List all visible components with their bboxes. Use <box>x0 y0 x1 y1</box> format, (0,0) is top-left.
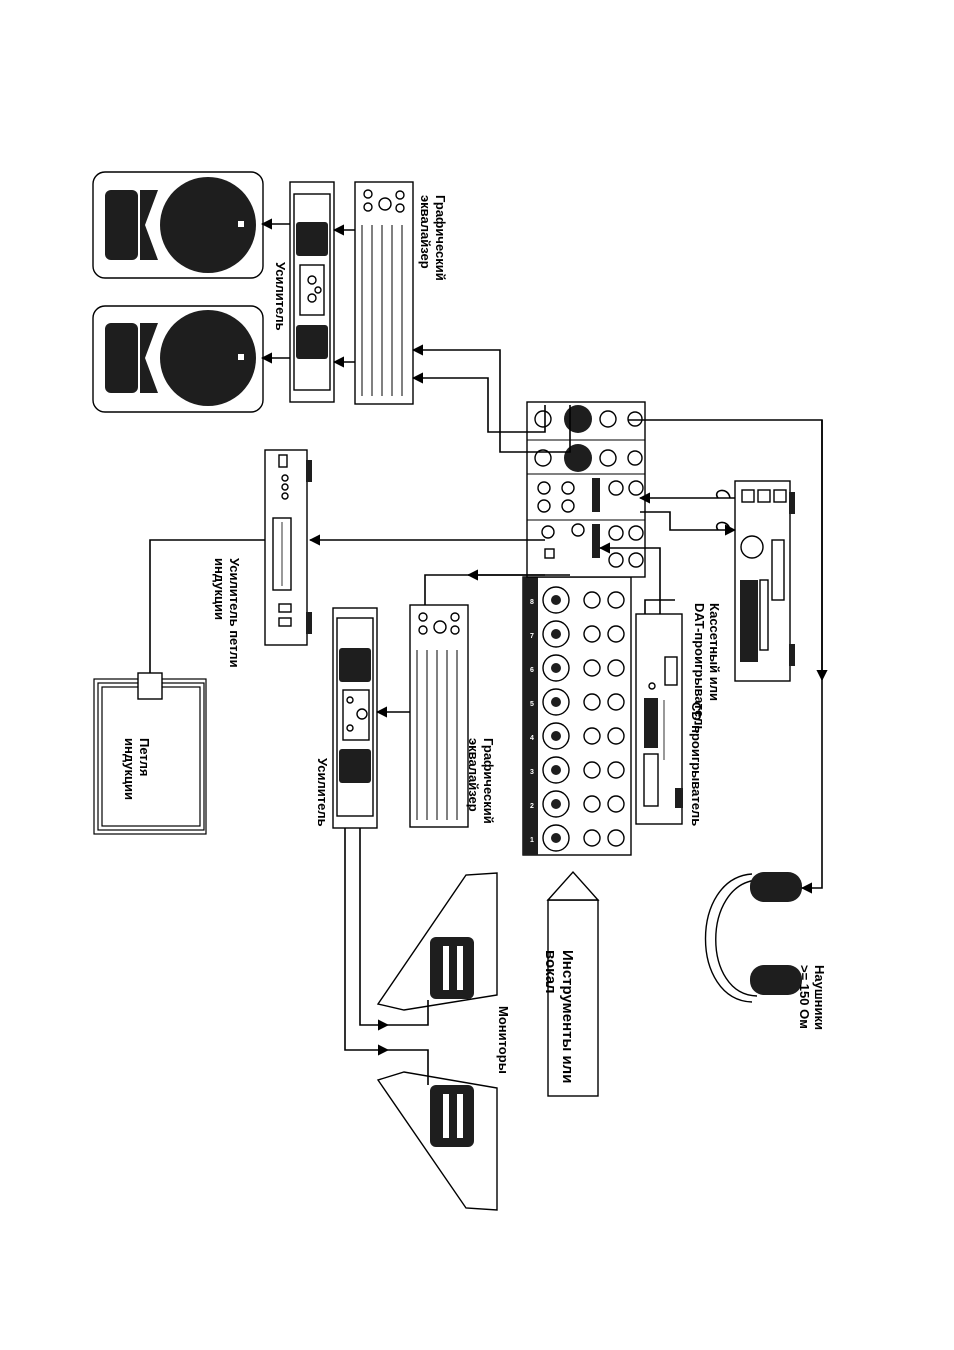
mixer: 1 2 3 4 5 <box>522 401 646 856</box>
cassette-label-line1: Кассетный или <box>707 603 722 701</box>
mixer-channel: 3 <box>530 756 625 784</box>
channel-number: 4 <box>530 735 534 742</box>
main-graphic-equalizer <box>354 181 414 405</box>
svg-text:Графический эквалайзер: Графический эквалайзер <box>466 738 496 827</box>
headphones-label-line1: Наушники <box>812 965 827 1030</box>
channel-number: 3 <box>530 769 534 776</box>
mixer-channel: 7 <box>530 620 625 648</box>
monitors-label: Мониторы <box>496 1006 511 1074</box>
connection-wires <box>149 218 828 1085</box>
svg-text:Графический эквалайзер: Графический эквалайзер <box>418 195 448 284</box>
svg-text:Инструменты или вокал: Инструменты или вокал <box>542 950 576 1088</box>
cassette-deck <box>734 480 795 682</box>
mixer-channel: 4 <box>530 722 625 750</box>
instruments-label-line2: вокал <box>542 950 559 994</box>
main-amp-label: Усилитель <box>273 262 288 331</box>
svg-text:Усилитель петли индукции: Усилитель петли индукции <box>212 558 242 671</box>
channel-number: 1 <box>530 837 534 844</box>
instruments-box <box>546 870 600 1097</box>
channel-number: 5 <box>530 701 534 708</box>
monitor-graphic-equalizer <box>409 604 469 828</box>
channel-number: 6 <box>530 667 534 674</box>
mixer-channel: 6 <box>530 654 625 682</box>
svg-text:Кассетный или DAT-проигрыв: Кассетный или DAT-проигрыватель <box>692 603 722 733</box>
monitor-amp-label: Усилитель <box>315 758 330 827</box>
instruments-label-line1: Инструменты или <box>559 950 576 1083</box>
induction-amp-label-line1: Усилитель петли <box>227 558 242 668</box>
svg-text:Петля индукции: Петля индукции <box>122 738 152 800</box>
main-amplifier <box>289 181 335 403</box>
monitor-wedge-upper <box>376 872 498 1011</box>
induction-loop <box>93 672 207 835</box>
induction-loop-amplifier <box>264 449 312 646</box>
mixer-channel: 8 <box>530 586 625 614</box>
headphones <box>704 872 802 1003</box>
main-eq-label-line1: Графический <box>433 195 448 281</box>
induction-amp-label-line2: индукции <box>212 558 227 620</box>
headphones-label-line2: >= 150 Ом <box>797 965 812 1029</box>
cd-player <box>635 613 683 825</box>
mixer-channel: 2 <box>530 790 625 818</box>
cd-player-label: CD-проигрыватель <box>689 702 704 826</box>
cassette-label-line2: DAT-проигрыватель <box>692 603 707 733</box>
svg-text:Наушники >= 150 Ом: Наушники >= 150 Ом <box>797 965 827 1034</box>
channel-number: 8 <box>530 599 534 606</box>
main-speaker-top <box>92 171 264 279</box>
mixer-channel: 5 <box>530 688 625 716</box>
induction-loop-label-line2: индукции <box>122 738 137 800</box>
induction-loop-label-line1: Петля <box>137 738 152 776</box>
monitor-eq-label-line1: Графический <box>481 738 496 824</box>
monitor-wedge-lower <box>376 1071 498 1211</box>
channel-number: 2 <box>530 803 534 810</box>
main-eq-label-line2: эквалайзер <box>418 195 433 269</box>
main-speaker-bottom <box>92 305 264 413</box>
monitor-amplifier <box>332 607 378 829</box>
channel-number: 7 <box>530 633 534 640</box>
mixer-channel: 1 <box>530 824 625 852</box>
monitor-eq-label-line2: эквалайзер <box>466 738 481 812</box>
